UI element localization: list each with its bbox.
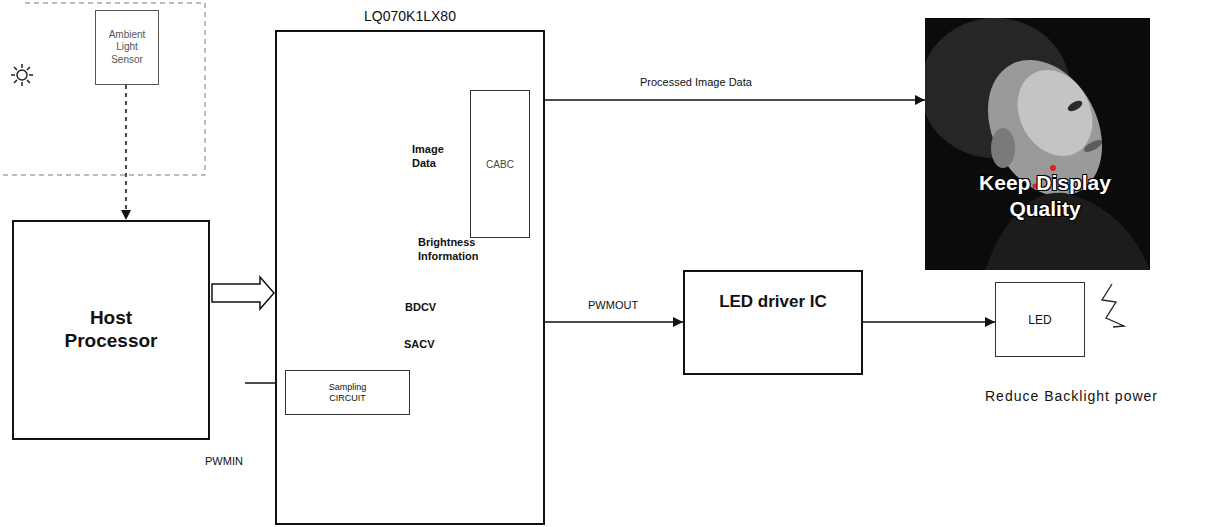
node-text: Sampling CIRCUIT xyxy=(318,382,378,404)
signal-label: Reduce Backlight power xyxy=(985,388,1158,404)
signal-label: Image Data xyxy=(412,143,460,171)
connector xyxy=(545,321,683,323)
dashed-region xyxy=(2,3,205,175)
face-photo xyxy=(925,18,1150,270)
signal-label: BDCV xyxy=(405,301,436,313)
lightning-icon xyxy=(1102,284,1124,327)
sensor-box: Ambient Light Sensor xyxy=(95,10,159,85)
spot xyxy=(1050,165,1056,171)
led-driver-box: LED driver IC xyxy=(683,270,863,375)
cabc-block: CABC xyxy=(470,90,530,238)
lcd-module-box: LQ070K1LX80CABCSampling CIRCUIT xyxy=(275,30,545,525)
display-image: Keep Display Quality xyxy=(925,18,1150,270)
module-title: LQ070K1LX80 xyxy=(277,8,543,24)
processor-box: Host Processor xyxy=(12,220,210,440)
connector xyxy=(863,321,995,323)
node-text: LED driver IC xyxy=(719,292,827,312)
mouth xyxy=(1082,138,1103,154)
connector xyxy=(212,277,274,309)
led-box: LED xyxy=(995,282,1085,357)
edge-label: PWMOUT xyxy=(588,299,638,311)
node-text: Host Processor xyxy=(56,307,166,353)
connector xyxy=(530,99,925,101)
signal-label: Brightness Information xyxy=(418,236,496,264)
sun-rays xyxy=(11,64,33,86)
node-text: Ambient Light Sensor xyxy=(100,29,154,67)
node-text: LED xyxy=(1028,313,1051,327)
image-caption: Keep Display Quality xyxy=(945,170,1145,223)
face-highlight xyxy=(1003,57,1107,169)
signal-label: SACV xyxy=(404,338,435,350)
edge-label: Processed Image Data xyxy=(640,76,752,88)
signal-label: PWMIN xyxy=(205,455,243,467)
ear xyxy=(991,128,1015,168)
sun-icon xyxy=(11,64,33,86)
connector xyxy=(125,85,127,220)
sun-core xyxy=(17,70,27,80)
eye xyxy=(1066,99,1084,114)
node-text: CABC xyxy=(486,159,514,170)
sampling-circuit-box: Sampling CIRCUIT xyxy=(285,370,410,415)
